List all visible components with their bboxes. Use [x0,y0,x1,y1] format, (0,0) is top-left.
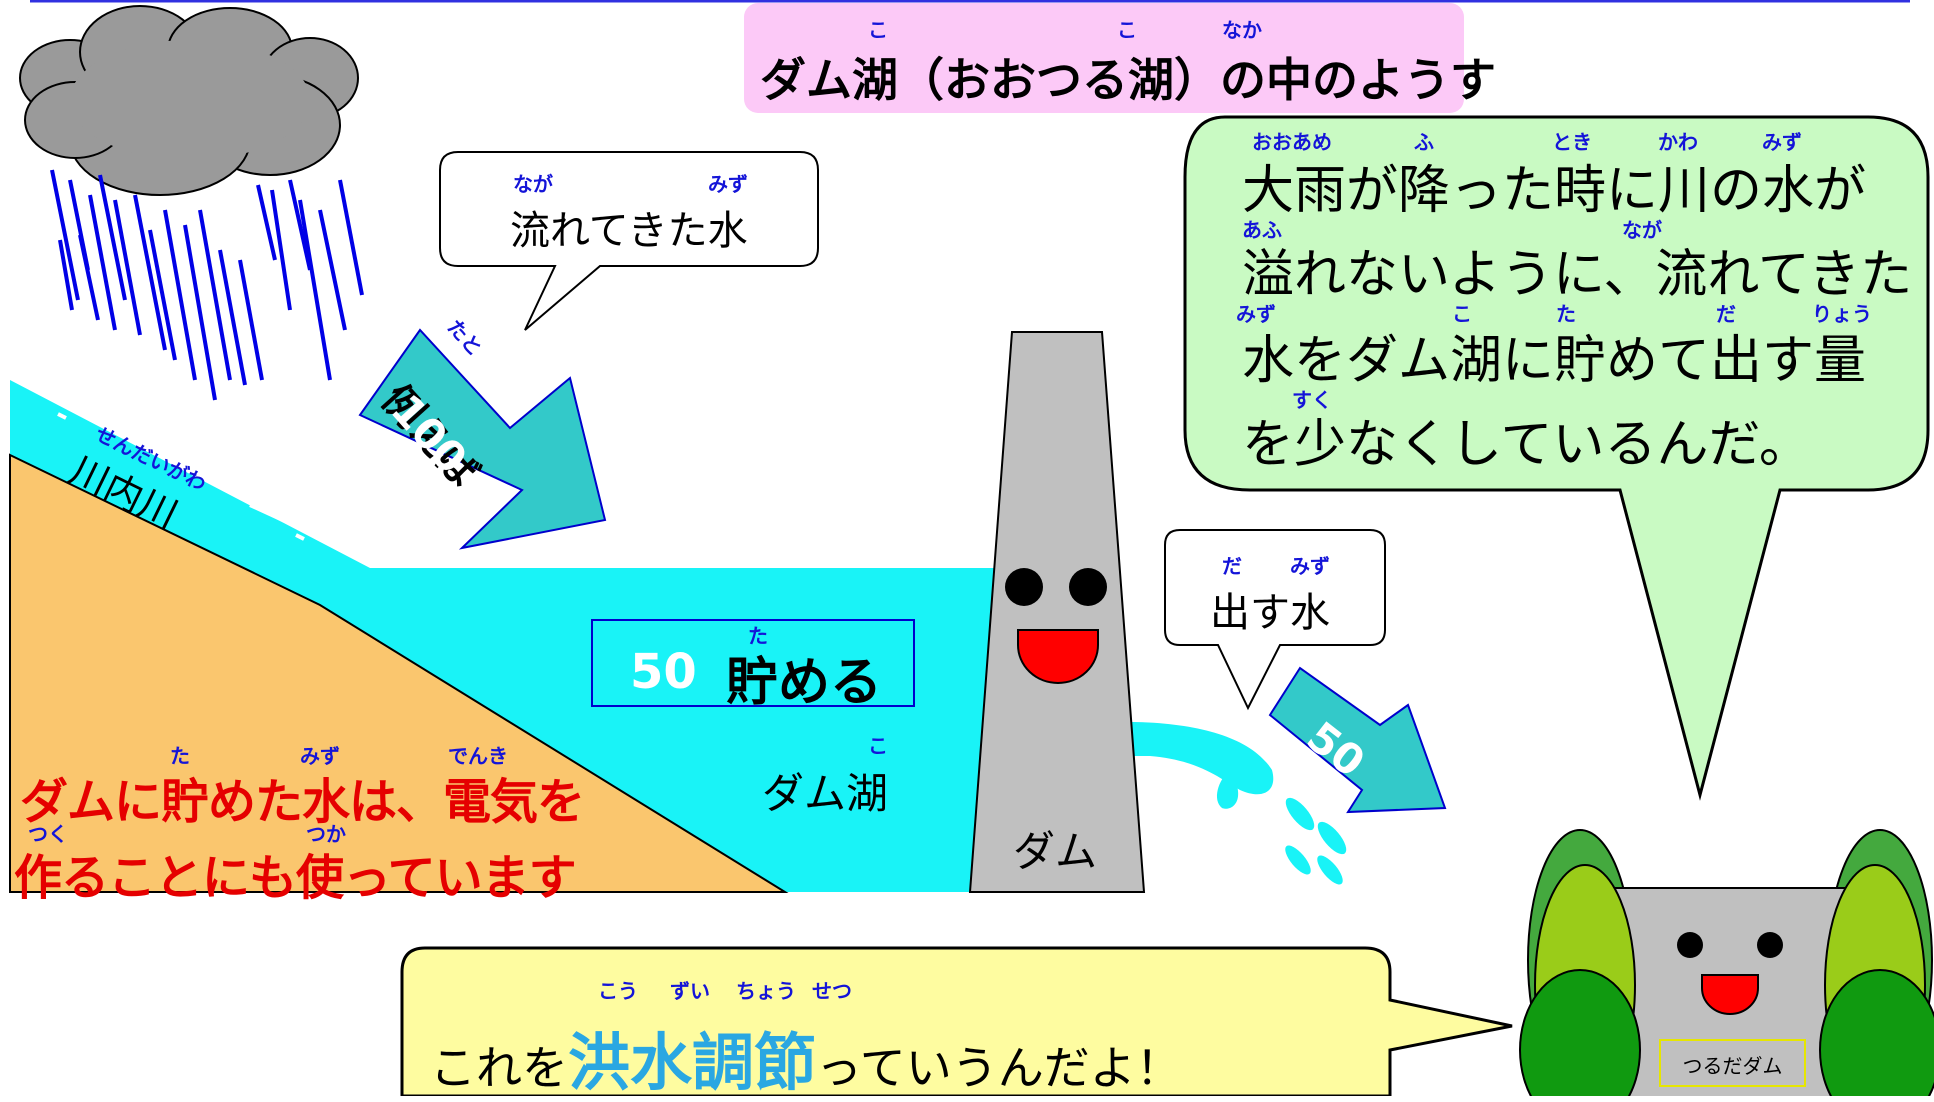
mascot-mouth [1701,974,1759,1015]
expl-ruby-3-ta: た [1556,302,1576,326]
title-ruby-naka: なか [1222,18,1262,42]
river-surface-marks [57,412,305,541]
inflow-speech-bubble [439,151,819,331]
mascot-name-tag: つるだダム [1682,1054,1783,1078]
expl-ruby-3-mizu: みず [1236,302,1276,326]
elec-ruby-mizu: みず [300,744,340,768]
water-droplets [1285,797,1347,885]
storage-label: 貯める [726,653,883,713]
storage-box [591,619,915,707]
outflow-ruby-mizu: みず [1290,554,1330,578]
title-background [744,3,1464,113]
rain-cloud [19,5,359,196]
bottom-ruby-zui: ずい [670,979,710,1003]
explanation-line-3: 水をダム湖に貯めて出す量 [1242,331,1867,391]
expl-ruby-2-naga: なが [1622,218,1662,242]
storage-ruby: た [748,624,768,648]
dam-mouth [1017,629,1099,684]
elec-ruby-denki: でんき [448,744,508,768]
dam-eye-left [1005,568,1043,606]
rain-lines [50,169,364,401]
mascot-eye-left [1677,932,1703,958]
bottom-message-suffix: っていうんだよ！ [816,1041,1182,1095]
expl-ruby-1-toki: とき [1552,130,1592,154]
electricity-note-line-2: 作ることにも使っています [14,850,577,906]
explanation-speech-bubble [1183,115,1930,801]
expl-ruby-1-kawa: かわ [1658,130,1698,154]
inflow-label: 流れてきた水 [510,208,748,254]
expl-ruby-1-ooame: おおあめ [1252,130,1332,154]
bottom-message-emphasis: 洪水調節 [568,1026,817,1099]
mascot-bush-right [1819,969,1934,1096]
dam-label: ダム [1013,827,1098,876]
explanation-line-1: 大雨が降った時に川の水が [1242,161,1867,221]
expl-ruby-4-suku: すく [1292,388,1332,412]
bottom-message: これを洪水調節っていうんだよ！ [430,1012,1182,1102]
bottom-ruby-kou: こう [598,979,638,1003]
inflow-ruby-mizu: みず [708,172,748,196]
explanation-line-4: を少なくしているんだ。 [1242,415,1811,475]
lake-label: ダム湖 [762,769,889,818]
mascot-name-tag-frame [1659,1039,1806,1087]
storage-value: 50 [630,644,697,700]
elec-ruby-tsuku: つく [28,822,68,846]
bottom-message-prefix: これを [430,1041,568,1095]
bottom-speech-bubble [400,946,1513,1096]
outflow-ruby-da: だ [1222,554,1242,578]
expl-ruby-1-fu: ふ [1414,130,1434,154]
expl-ruby-3-ryou: りょう [1812,302,1872,326]
page-title: ダム湖（おおつる湖）の中のようす [760,53,1496,107]
bottom-ruby-setsu: せつ [812,979,852,1003]
expl-ruby-3-da: だ [1716,302,1736,326]
inflow-arrow [358,328,607,550]
expl-ruby-3-ko: こ [1452,302,1472,326]
expl-ruby-1-mizu: みず [1762,130,1802,154]
lake-ruby: こ [868,734,888,758]
title-ruby-ko-2: こ [1117,18,1137,42]
explanation-line-2: 溢れないように、流れてきた [1242,245,1913,305]
outflow-water-end [1216,770,1239,809]
expl-ruby-2-afu: あふ [1242,218,1282,242]
dam-eye-right [1069,568,1107,606]
mascot-bush-left [1519,969,1641,1096]
mascot-eye-right [1757,932,1783,958]
outflow-speech-bubble [1164,529,1386,711]
outflow-label: 出す水 [1210,590,1330,636]
bottom-ruby-chou: ちょう [736,979,796,1003]
ground-slope [9,453,789,893]
mascot-dam-character [1519,829,1934,1096]
dam-face [1005,568,1107,684]
electricity-note-line-1: ダムに貯めた水は、電気を [20,774,585,830]
title-ruby-ko-1: こ [868,18,888,42]
dam-body [968,331,1146,893]
outflow-arrow [1268,666,1447,814]
elec-ruby-tsuka: つか [306,822,346,846]
elec-ruby-ta: た [170,744,190,768]
inflow-ruby-naga: なが [513,172,553,196]
